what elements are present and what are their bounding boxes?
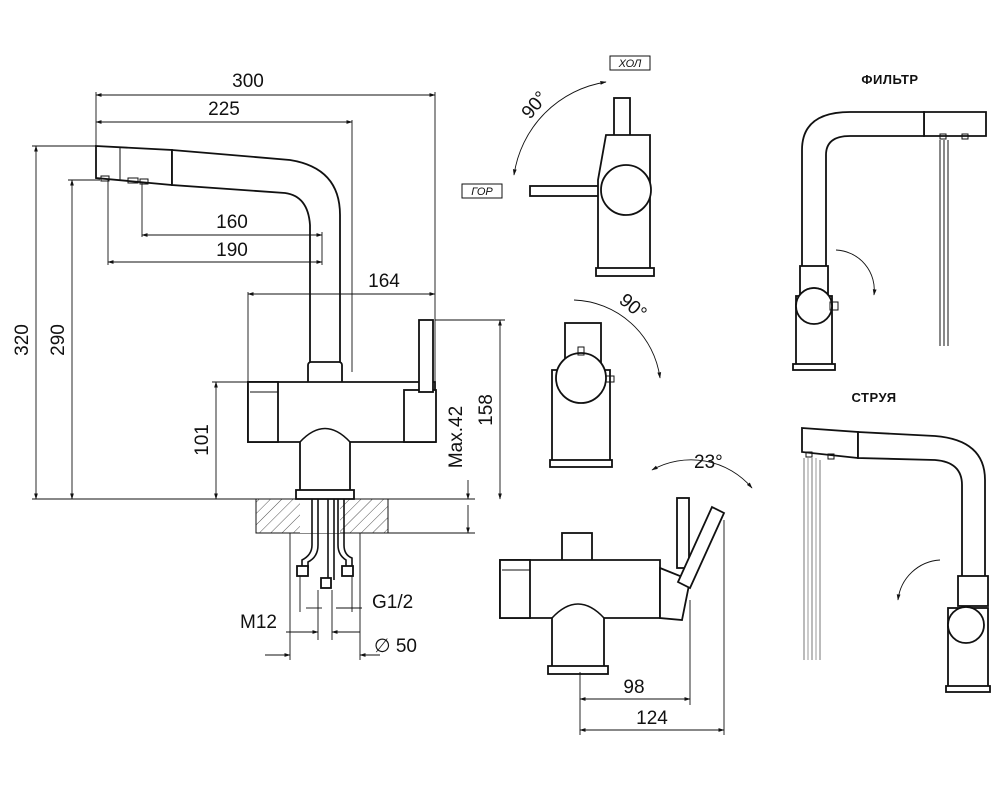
- spout-head: [95, 145, 173, 186]
- dim-124: 124: [636, 708, 668, 729]
- dim-160: 160: [216, 212, 248, 233]
- dim-98: 98: [623, 677, 644, 698]
- filter-mode-view: ФИЛЬТР: [792, 72, 987, 371]
- dim-g12: G1/2: [372, 592, 413, 613]
- dim-max42: Max.42: [446, 406, 467, 468]
- dim-190: 190: [216, 240, 248, 261]
- dim-290: 290: [48, 324, 69, 356]
- spout-arm: [171, 149, 341, 369]
- angle-23: 23°: [694, 452, 723, 473]
- dim-m12: M12: [240, 612, 277, 633]
- spray-mode-view: СТРУЯ: [801, 390, 991, 693]
- spray-water-stream: [803, 458, 821, 660]
- dim-225: 225: [208, 99, 240, 120]
- dim-300: 300: [232, 71, 264, 92]
- filtered-water-stream: [939, 140, 949, 346]
- dim-164: 164: [368, 271, 400, 292]
- lever-handle: [418, 319, 434, 393]
- spray-label: СТРУЯ: [851, 390, 896, 405]
- svg-text:ГОР: ГОР: [471, 186, 493, 198]
- dim-158: 158: [476, 394, 497, 426]
- side-view-rotation: ХОЛ ГОР 90°: [461, 55, 655, 277]
- dim-diameter-50: ∅ 50: [374, 636, 417, 657]
- dimension-lines: [32, 92, 505, 660]
- side-view-lever-rotation: 90°: [549, 290, 662, 468]
- dim-320: 320: [12, 324, 33, 356]
- angle-90-middle: 90°: [615, 290, 651, 325]
- svg-text:ХОЛ: ХОЛ: [618, 58, 642, 70]
- filter-label: ФИЛЬТР: [861, 72, 918, 87]
- angle-90-top: 90°: [518, 88, 553, 124]
- main-front-view: 300 225 160 190 164 320 290 101 158 Max.…: [12, 71, 505, 660]
- supply-hoses: [296, 499, 354, 589]
- hot-tag: [461, 183, 503, 199]
- cold-tag: [609, 55, 651, 71]
- side-view-tilt: 23° 98 124: [499, 452, 753, 735]
- dim-101: 101: [192, 424, 213, 456]
